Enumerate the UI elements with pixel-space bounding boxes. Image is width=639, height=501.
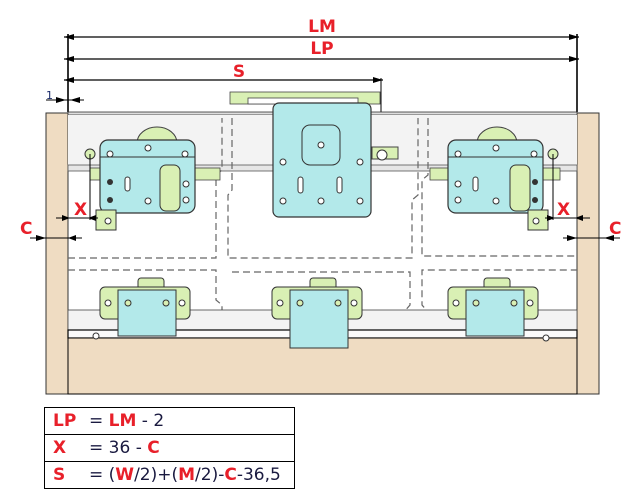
formula-term: ( [108,465,116,485]
formula-term: M [178,465,196,485]
formula-cell: S = (W/2)+(M/2)-C-36,5 [44,461,295,489]
lp-label: LP [310,39,333,59]
formula-cell: X = 36 - C [44,434,295,462]
formula-symbol: X [53,438,67,458]
center-hanger-plate [272,102,399,218]
gap-value: 1 [46,89,53,102]
formula-term: C [147,438,160,458]
formula-term: /2)- [195,465,225,485]
right-roller-bracket [429,126,561,231]
formula-term: /2)+( [134,465,179,485]
x-label-left: X [74,200,87,220]
formula-equals: = [89,465,109,485]
formula-equals: = [89,411,109,431]
formula-row: LP = LM - 2 [44,407,295,435]
formula-cell: LP = LM - 2 [44,407,295,435]
formula-term: W [115,465,135,485]
dimension-lines [46,34,579,145]
bottom-guides [99,277,539,349]
formula-term: 36 - [108,438,148,458]
formula-row: X = 36 - C [44,434,295,462]
lm-label: LM [308,17,336,37]
formula-term: C [224,465,237,485]
formula-symbol: S [53,465,66,485]
formula-term: - 2 [136,411,165,431]
formula-equals: = [89,438,109,458]
s-label: S [233,62,245,82]
formula-symbol: LP [53,411,77,431]
left-wall [45,112,69,395]
c-label-left: C [20,219,32,239]
x-label-right: X [557,200,570,220]
c-label-right: C [609,219,621,239]
formula-term: LM [108,411,137,431]
formula-term: -36,5 [236,465,281,485]
right-wall [576,112,600,395]
formula-row: S = (W/2)+(M/2)-C-36,5 [44,461,295,489]
left-roller-bracket [84,126,221,231]
